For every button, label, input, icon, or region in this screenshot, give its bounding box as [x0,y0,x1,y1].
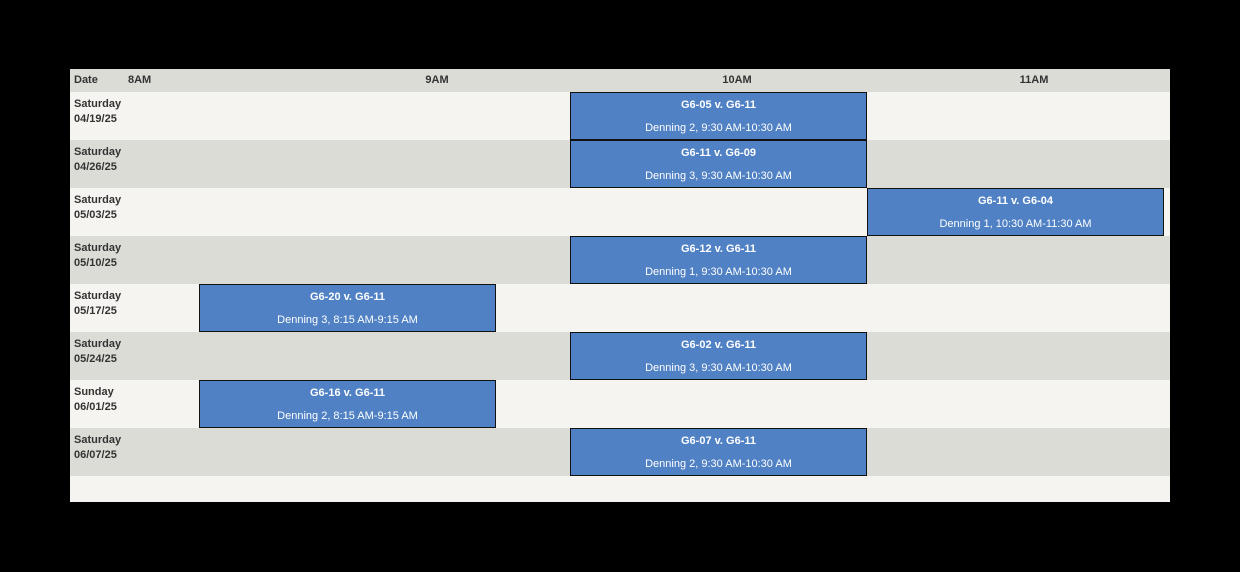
day-label: Saturday [74,242,122,254]
date-label: 05/03/25 [74,209,117,221]
game-event[interactable]: G6-02 v. G6-11 Denning 3, 9:30 AM-10:30 … [570,332,867,380]
schedule-row: Sunday 06/01/25 G6-16 v. G6-11 Denning 2… [70,380,1170,428]
date-column-header: Date [74,74,98,86]
game-event[interactable]: G6-11 v. G6-04 Denning 1, 10:30 AM-11:30… [867,188,1164,236]
game-detail: Denning 2, 9:30 AM-10:30 AM [645,122,792,134]
time-header-10am: 10AM [722,74,752,86]
date-label: 04/26/25 [74,161,117,173]
game-event[interactable]: G6-05 v. G6-11 Denning 2, 9:30 AM-10:30 … [570,92,867,140]
time-header-8am: 8AM [128,74,152,86]
game-event[interactable]: G6-11 v. G6-09 Denning 3, 9:30 AM-10:30 … [570,140,867,188]
game-title: G6-02 v. G6-11 [680,339,756,351]
date-cell: Saturday 05/24/25 [74,337,121,367]
date-label: 06/01/25 [74,401,117,413]
game-detail: Denning 2, 9:30 AM-10:30 AM [645,458,792,470]
date-cell: Saturday 05/10/25 [74,241,121,271]
game-title: G6-11 v. G6-09 [680,147,756,159]
schedule-row: Saturday 06/07/25 G6-07 v. G6-11 Denning… [70,428,1170,476]
game-event[interactable]: G6-12 v. G6-11 Denning 1, 9:30 AM-10:30 … [570,236,867,284]
date-label: 06/07/25 [74,449,117,461]
time-header-9am: 9AM [425,74,449,86]
game-title: G6-20 v. G6-11 [309,291,385,303]
date-cell: Saturday 06/07/25 [74,433,121,463]
day-label: Saturday [74,194,122,206]
game-title: G6-12 v. G6-11 [680,243,756,255]
game-event[interactable]: G6-20 v. G6-11 Denning 3, 8:15 AM-9:15 A… [199,284,496,332]
day-label: Saturday [74,98,122,110]
day-label: Saturday [74,290,122,302]
date-cell: Saturday 05/17/25 [74,289,121,319]
date-label: 04/19/25 [74,113,117,125]
schedule-row: Saturday 04/26/25 G6-11 v. G6-09 Denning… [70,140,1170,188]
game-detail: Denning 2, 8:15 AM-9:15 AM [277,410,418,422]
schedule-row: Saturday 04/19/25 G6-05 v. G6-11 Denning… [70,92,1170,140]
date-label: 05/17/25 [74,305,117,317]
schedule-row: Saturday 05/10/25 G6-12 v. G6-11 Denning… [70,236,1170,284]
game-title: G6-11 v. G6-04 [977,195,1053,207]
day-label: Saturday [74,338,122,350]
date-cell: Saturday 04/26/25 [74,145,121,175]
day-label: Saturday [74,434,122,446]
schedule-row: Saturday 05/03/25 G6-11 v. G6-04 Denning… [70,188,1170,236]
game-title: G6-05 v. G6-11 [680,99,756,111]
game-detail: Denning 3, 9:30 AM-10:30 AM [645,170,792,182]
game-detail: Denning 1, 9:30 AM-10:30 AM [645,266,792,278]
game-event[interactable]: G6-16 v. G6-11 Denning 2, 8:15 AM-9:15 A… [199,380,496,428]
schedule-row: Saturday 05/24/25 G6-02 v. G6-11 Denning… [70,332,1170,380]
day-label: Saturday [74,146,122,158]
date-label: 05/10/25 [74,257,117,269]
date-cell: Saturday 04/19/25 [74,97,121,127]
game-event[interactable]: G6-07 v. G6-11 Denning 2, 9:30 AM-10:30 … [570,428,867,476]
date-cell: Saturday 05/03/25 [74,193,121,223]
schedule-header: Date 8AM 9AM 10AM 11AM [70,69,1170,92]
schedule-grid: Date 8AM 9AM 10AM 11AM Saturday 04/19/25… [70,69,1170,502]
time-header-11am: 11AM [1019,74,1049,86]
game-detail: Denning 1, 10:30 AM-11:30 AM [939,218,1092,230]
game-detail: Denning 3, 9:30 AM-10:30 AM [645,362,792,374]
date-label: 05/24/25 [74,353,117,365]
date-cell: Sunday 06/01/25 [74,385,117,415]
game-title: G6-07 v. G6-11 [680,435,756,447]
day-label: Sunday [74,386,114,398]
schedule-row: Saturday 05/17/25 G6-20 v. G6-11 Denning… [70,284,1170,332]
game-title: G6-16 v. G6-11 [309,387,385,399]
game-detail: Denning 3, 8:15 AM-9:15 AM [277,314,418,326]
